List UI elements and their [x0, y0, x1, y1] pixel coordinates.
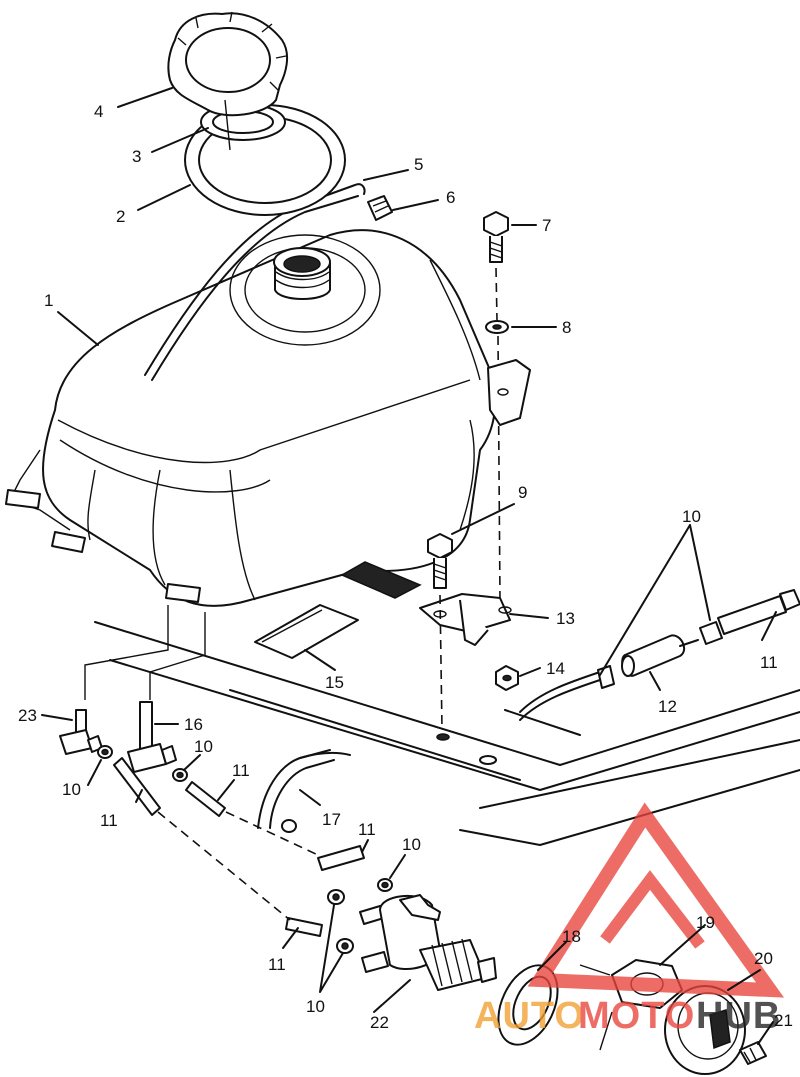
nut-14 [495, 665, 519, 691]
callout-10-bottom: 10 [306, 997, 325, 1016]
callout-11-petcock: 11 [358, 820, 376, 839]
callout-3: 3 [132, 147, 141, 166]
callout-15: 15 [325, 673, 344, 692]
callout-22: 22 [370, 1013, 389, 1032]
fuel-cap-assembly [167, 11, 346, 216]
callout-6: 6 [446, 188, 455, 207]
frame-rails [94, 621, 800, 846]
callout-17: 17 [322, 810, 341, 829]
callout-11-bottom: 11 [268, 955, 286, 974]
leader-lines-lower-left [84, 605, 206, 700]
callout-10-filter: 10 [682, 507, 701, 526]
callout-10-tee: 10 [194, 737, 213, 756]
callout-labels: 4 3 2 5 6 7 8 1 9 10 11 12 13 14 15 23 1… [18, 102, 793, 1032]
callout-leaders [41, 87, 777, 1045]
tee-fitting-16 [127, 701, 177, 773]
clamps-10-left [97, 745, 188, 782]
callout-21: 21 [774, 1011, 793, 1030]
watermark-logo: AUTO MOTO HUB [474, 802, 785, 1037]
callout-11-mid: 11 [232, 761, 250, 780]
fuel-petcock-22 [327, 878, 497, 991]
fuel-filter-12 [519, 589, 800, 721]
callout-4: 4 [94, 102, 103, 121]
callout-18: 18 [562, 927, 581, 946]
callout-7: 7 [542, 216, 551, 235]
watermark-moto: MOTO [578, 995, 695, 1037]
callout-1: 1 [44, 291, 53, 310]
fuel-tank [5, 183, 497, 607]
hoses-11-lower [113, 757, 365, 937]
callout-14: 14 [546, 659, 565, 678]
watermark-hub: HUB [696, 995, 781, 1037]
bolt-9-bracket-13 [340, 533, 512, 741]
callout-11-left: 11 [100, 811, 118, 830]
callout-19: 19 [696, 913, 715, 932]
callout-16: 16 [184, 715, 203, 734]
callout-10-left: 10 [62, 780, 81, 799]
callout-11-right: 11 [760, 653, 778, 672]
callout-5: 5 [414, 155, 423, 174]
callout-9: 9 [518, 483, 527, 502]
callout-8: 8 [562, 318, 571, 337]
vent-fitting [367, 195, 393, 221]
callout-12: 12 [658, 697, 677, 716]
watermark-auto: AUTO [474, 995, 585, 1037]
callout-23: 23 [18, 706, 37, 725]
knob-20 [664, 985, 767, 1075]
callout-20: 20 [754, 949, 773, 968]
fitting-23 [59, 709, 103, 755]
callout-2: 2 [116, 207, 125, 226]
bolt-7-assembly [483, 211, 509, 601]
callout-13: 13 [556, 609, 575, 628]
tank-bracket-upper [487, 359, 531, 426]
pad-15 [254, 604, 359, 659]
callout-10-petcock: 10 [402, 835, 421, 854]
hose-17 [257, 749, 351, 833]
